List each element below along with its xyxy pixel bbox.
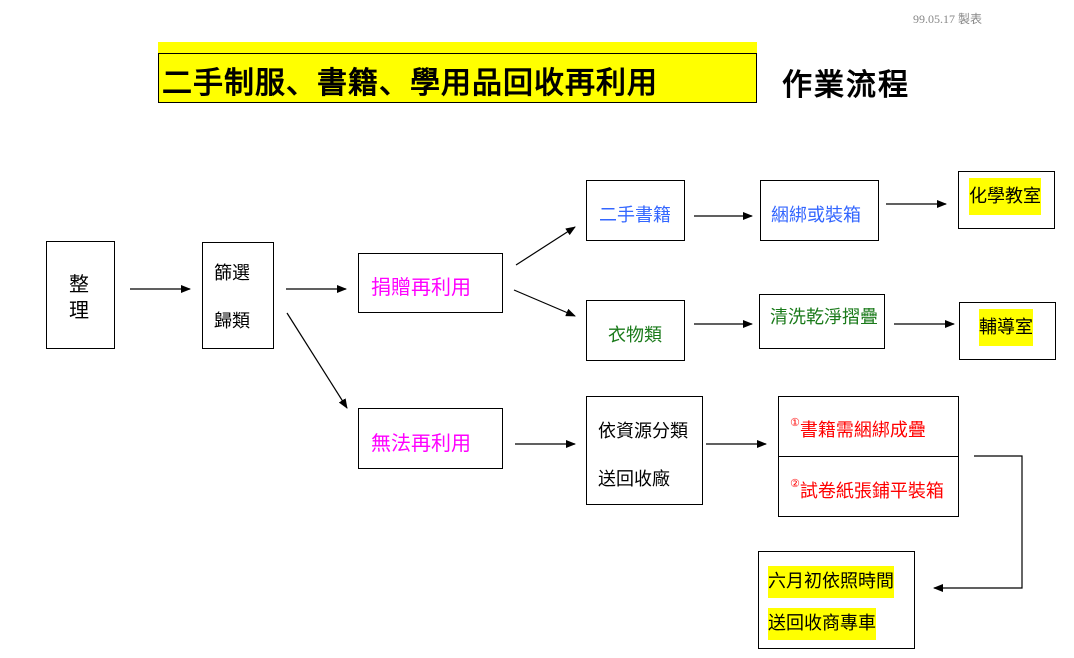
not-reusable-box: 無法再利用 [358,408,503,469]
sort-box: 篩選 歸類 [202,242,274,349]
step2-label: ②試卷紙張鋪平裝箱 [790,477,944,503]
packing-steps-box: ①書籍需綑綁成疊 ②試卷紙張鋪平裝箱 [778,396,959,517]
organize-box: 整 理 [46,241,115,349]
final-label-1: 六月初依照時間 [768,566,894,598]
steps-divider [779,456,958,457]
not-reusable-label: 無法再利用 [371,431,471,455]
clothing-box: 衣物類 [586,300,685,361]
used-books-label: 二手書籍 [599,205,671,226]
used-books-box: 二手書籍 [586,180,685,241]
step2-number: ② [790,477,800,490]
chemistry-room-label: 化學教室 [969,178,1041,215]
wash-fold-box: 清洗乾淨摺疊 [759,294,885,349]
chemistry-room-box: 化學教室 [958,171,1055,229]
page-title-suffix: 作業流程 [782,68,910,103]
arrow [933,455,1023,592]
counseling-room-label: 輔導室 [979,309,1033,346]
donate-reuse-label: 捐贈再利用 [371,275,471,299]
step1-label: ①書籍需綑綁成疊 [790,416,926,442]
sort-label-2: 歸類 [214,311,250,332]
classify-label-2: 送回收廠 [598,469,670,490]
final-pickup-box: 六月初依照時間 送回收商專車 [758,551,915,649]
organize-label-2: 理 [69,298,89,322]
step1-text: 書籍需綑綁成疊 [799,420,926,441]
counseling-room-box: 輔導室 [959,302,1056,360]
bundle-box: 綑綁或裝箱 [760,180,879,241]
organize-label-1: 整 [69,272,89,296]
classify-box: 依資源分類 送回收廠 [586,396,703,505]
page-title: 二手制服、書籍、學用品回收再利用 [162,66,658,101]
step2-text: 試卷紙張鋪平裝箱 [799,481,944,502]
clothing-label: 衣物類 [608,325,662,346]
donate-reuse-box: 捐贈再利用 [358,253,503,313]
date-stamp: 99.05.17 製表 [913,12,983,26]
classify-label-1: 依資源分類 [598,421,688,442]
title-box [158,53,757,103]
bundle-label: 綑綁或裝箱 [771,205,861,226]
arrow [286,312,348,409]
arrow [515,226,576,266]
sort-label-1: 篩選 [214,263,250,284]
wash-fold-label: 清洗乾淨摺疊 [770,307,878,328]
arrow [513,289,576,317]
title-highlight-band [158,42,757,53]
step1-number: ① [790,416,800,429]
final-label-2: 送回收商專車 [768,608,876,640]
